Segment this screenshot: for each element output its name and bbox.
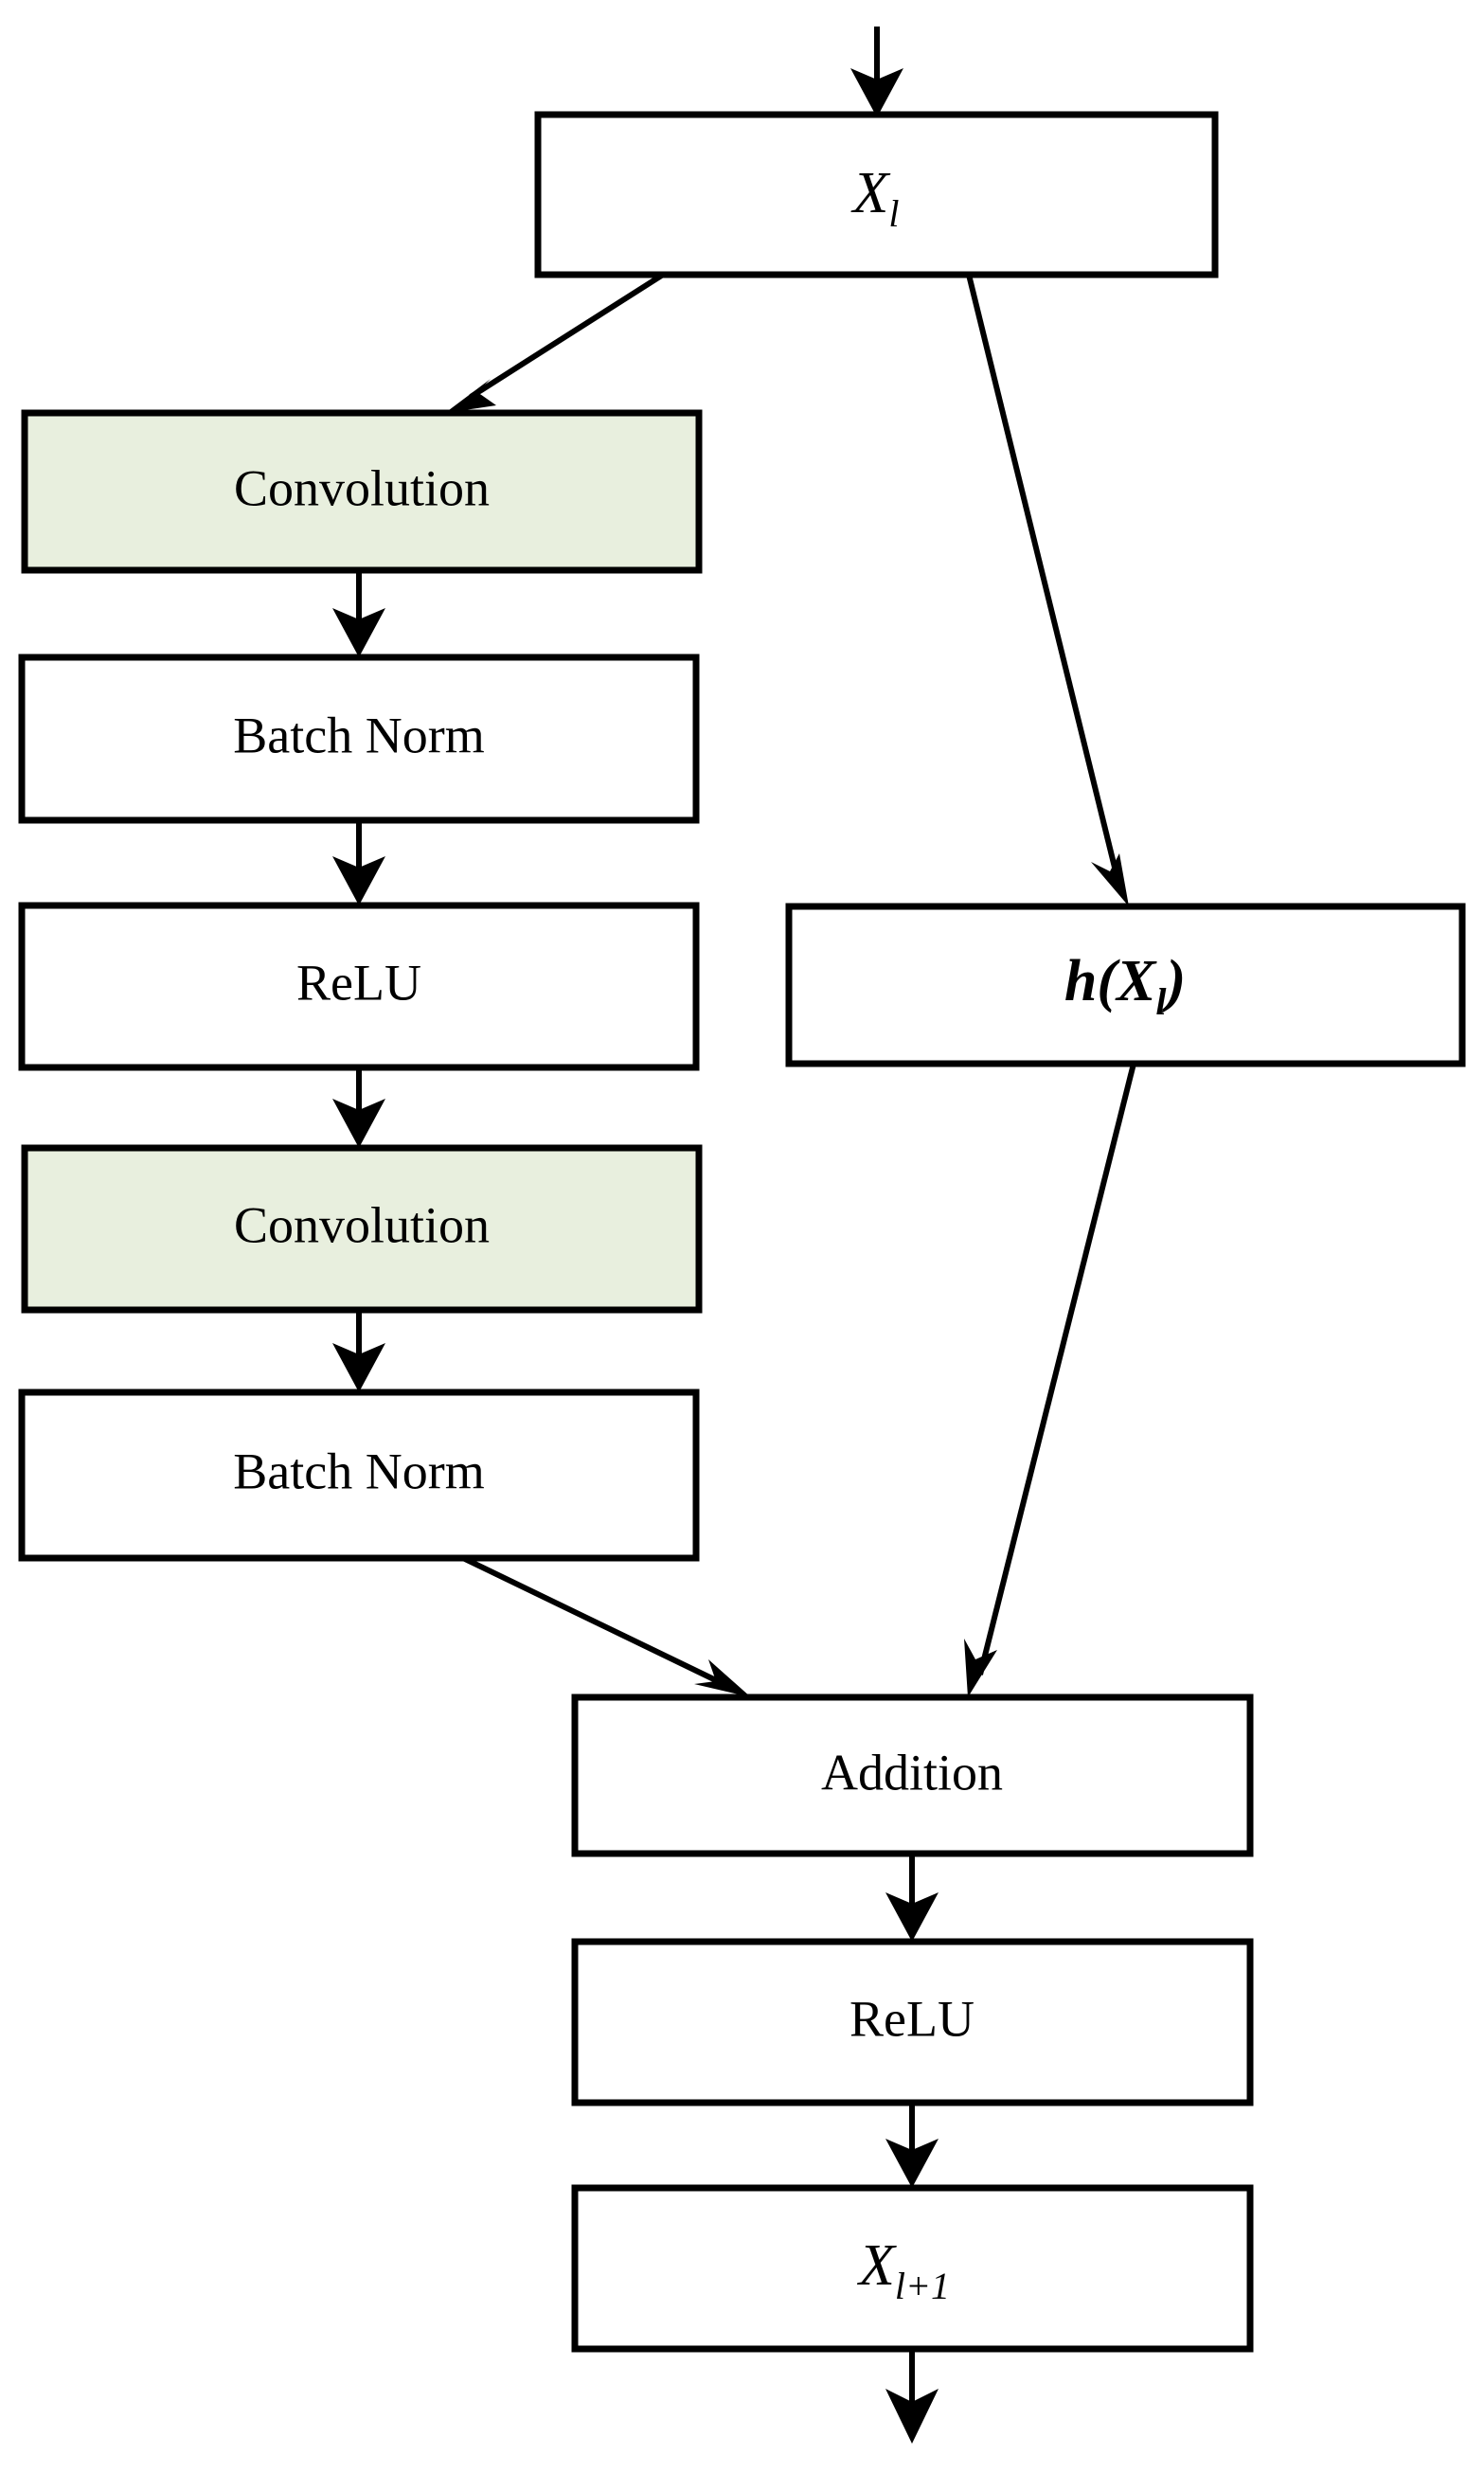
node-relu2[interactable]: ReLU — [571, 1938, 1254, 2106]
node-input[interactable]: Xl — [534, 111, 1219, 278]
node-input-box[interactable] — [534, 111, 1219, 278]
edge-conv1-bn1 — [332, 570, 385, 657]
node-bn2[interactable]: Batch Norm — [18, 1389, 700, 1562]
edge-input-shortcut — [966, 274, 1129, 906]
edge-conv2-bn2 — [332, 1310, 385, 1392]
edge-bn2-addition — [461, 1555, 751, 1697]
edge-relu1-conv2 — [332, 1067, 385, 1148]
edge-addition-relu2 — [885, 1854, 939, 1942]
edge-output-out — [885, 2349, 939, 2444]
edge-input-conv1 — [445, 272, 665, 413]
node-conv2-box[interactable] — [21, 1144, 703, 1314]
node-relu1[interactable]: ReLU — [18, 902, 700, 1071]
node-relu2-box[interactable] — [571, 1938, 1254, 2106]
node-shortcut-label: h(Xl) — [1064, 949, 1186, 1023]
node-conv1-box[interactable] — [21, 409, 703, 574]
node-relu1-label: ReLU — [296, 954, 421, 1011]
node-relu2-label: ReLU — [849, 1990, 974, 2047]
node-conv2-label: Convolution — [234, 1196, 490, 1253]
edge-in-input — [850, 27, 903, 117]
node-bn1-label: Batch Norm — [233, 707, 484, 763]
node-conv1-label: Convolution — [234, 459, 490, 516]
node-bn2-box[interactable] — [18, 1389, 700, 1562]
node-conv1[interactable]: Convolution — [21, 409, 703, 574]
edge-relu2-output — [885, 2103, 939, 2188]
node-output[interactable]: Xl+1 — [571, 2184, 1254, 2353]
node-addition[interactable]: Addition — [571, 1693, 1254, 1857]
node-bn1[interactable]: Batch Norm — [18, 654, 700, 824]
node-addition-box[interactable] — [571, 1693, 1254, 1857]
node-output-label: Xl+1 — [856, 2233, 950, 2307]
node-shortcut-box[interactable] — [785, 903, 1466, 1067]
node-shortcut[interactable]: h(Xl) — [785, 903, 1466, 1067]
node-relu1-box[interactable] — [18, 902, 700, 1071]
node-input-label: Xl — [850, 161, 900, 235]
edge-bn1-relu1 — [332, 820, 385, 905]
node-addition-label: Addition — [821, 1744, 1003, 1801]
node-bn1-box[interactable] — [18, 654, 700, 824]
node-bn2-label: Batch Norm — [233, 1443, 484, 1499]
node-conv2[interactable]: Convolution — [21, 1144, 703, 1314]
node-output-box[interactable] — [571, 2184, 1254, 2353]
edge-shortcut-addition — [964, 1063, 1136, 1697]
